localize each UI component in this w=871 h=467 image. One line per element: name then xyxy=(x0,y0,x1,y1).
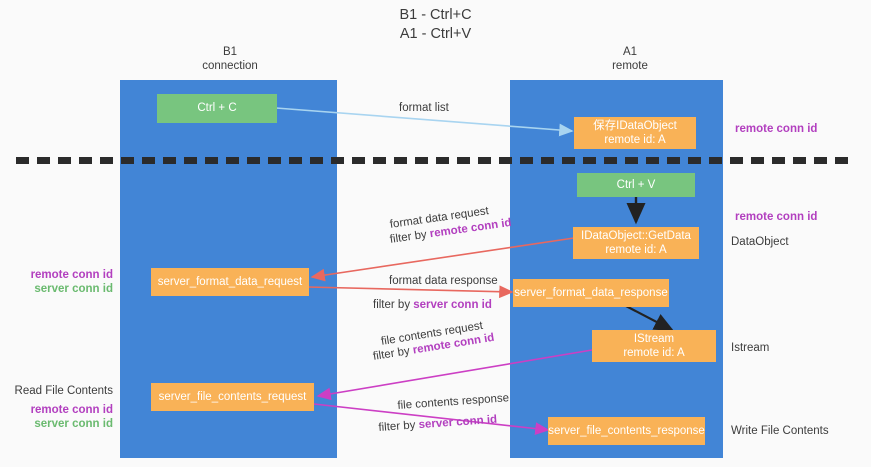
side-label-remote-conn-id-mid-text: remote conn id xyxy=(735,211,818,223)
box-server-format-data-response-label: server_format_data_response xyxy=(514,286,668,299)
box-istream[interactable]: IStream remote id: A xyxy=(592,330,716,362)
diagram-title-line-1: B1 - Ctrl+C xyxy=(399,7,472,23)
edge-label-file-contents-response-text: file contents response xyxy=(397,392,510,412)
side-label-istream: Istream xyxy=(731,341,769,356)
side-label-read-file-contents-text: Read File Contents xyxy=(14,385,113,397)
edge-label-file-contents-response: file contents response xyxy=(397,391,510,414)
box-server-format-data-request[interactable]: server_format_data_request xyxy=(151,268,309,296)
side-label-left-remote-conn-id-bottom-text: remote conn id xyxy=(30,404,113,416)
column-header-b1-sub: connection xyxy=(202,60,258,72)
box-server-file-contents-request[interactable]: server_file_contents_request xyxy=(151,383,314,411)
side-label-istream-text: Istream xyxy=(731,342,770,354)
box-server-file-contents-request-label: server_file_contents_request xyxy=(158,390,307,403)
side-label-write-file-contents: Write File Contents xyxy=(731,424,829,439)
column-header-b1-name: B1 xyxy=(222,46,238,58)
column-header-b1: B1 connection xyxy=(120,45,340,73)
edge-label-format-data-response-filter-key: server conn id xyxy=(413,299,492,311)
side-label-remote-conn-id-top: remote conn id xyxy=(735,122,817,137)
edge-label-format-list: format list xyxy=(399,101,449,116)
box-ctrl-v[interactable]: Ctrl + V xyxy=(577,173,695,197)
box-server-file-contents-response-label: server_file_contents_response xyxy=(548,424,705,437)
box-idataobject-getdata[interactable]: IDataObject::GetData remote id: A xyxy=(573,227,699,259)
edge-label-format-data-request-filter-prefix: filter by xyxy=(389,228,431,246)
box-idataobject-getdata-line-2: remote id: A xyxy=(605,244,667,256)
phase-separator-dashed-line xyxy=(16,157,855,164)
diagram-title: B1 - Ctrl+C A1 - Ctrl+V xyxy=(0,6,871,44)
box-server-format-data-request-label: server_format_data_request xyxy=(157,275,303,288)
side-label-left-remote-conn-id-mid-text: remote conn id xyxy=(30,269,113,281)
box-remote-dataobject-line-1: 保存IDataObject xyxy=(593,119,677,132)
side-label-dataobject-text: DataObject xyxy=(731,236,789,248)
side-label-left-server-conn-id-mid-text: server conn id xyxy=(34,283,113,295)
box-istream-line-1: IStream xyxy=(633,332,675,345)
side-label-remote-conn-id-mid: remote conn id xyxy=(735,210,817,225)
side-label-left-remote-conn-id-mid: remote conn id xyxy=(0,268,113,283)
edge-label-file-contents-request-filter-prefix: filter by xyxy=(372,344,414,363)
box-ctrl-c-label: Ctrl + C xyxy=(197,102,237,115)
side-label-left-remote-conn-id-bottom: remote conn id xyxy=(0,403,113,418)
edge-label-format-data-response-filter-prefix: filter by xyxy=(373,299,414,311)
box-server-format-data-response[interactable]: server_format_data_response xyxy=(513,279,669,307)
edge-label-file-contents-response-filter-key: server conn id xyxy=(418,413,498,432)
side-label-left-server-conn-id-mid: server conn id xyxy=(0,282,113,297)
box-istream-line-2: remote id: A xyxy=(623,347,685,359)
edge-label-format-data-response-text: format data response xyxy=(389,275,498,287)
edge-label-format-list-text: format list xyxy=(399,102,449,114)
box-server-file-contents-response[interactable]: server_file_contents_response xyxy=(548,417,705,445)
edge-label-format-data-response-filter: filter by server conn id xyxy=(373,298,492,313)
box-idataobject-getdata-line-1: IDataObject::GetData xyxy=(581,229,691,242)
column-header-a1-sub: remote xyxy=(612,60,648,72)
side-label-left-server-conn-id-bottom: server conn id xyxy=(0,417,113,432)
box-remote-dataobject-line-2: remote id: A xyxy=(604,134,666,146)
edge-label-format-data-response: format data response xyxy=(389,274,498,289)
side-label-write-file-contents-text: Write File Contents xyxy=(731,425,829,437)
edge-label-file-contents-response-filter-prefix: filter by xyxy=(378,419,420,434)
side-label-dataobject: DataObject xyxy=(731,235,789,250)
box-ctrl-c[interactable]: Ctrl + C xyxy=(157,94,277,123)
box-remote-dataobject[interactable]: 保存IDataObject remote id: A xyxy=(574,117,696,149)
column-header-a1-name: A1 xyxy=(622,46,638,58)
side-label-left-server-conn-id-bottom-text: server conn id xyxy=(34,418,113,430)
diagram-title-line-2: A1 - Ctrl+V xyxy=(399,26,472,42)
side-label-read-file-contents: Read File Contents xyxy=(0,384,113,399)
side-label-remote-conn-id-top-text: remote conn id xyxy=(735,123,818,135)
box-ctrl-v-label: Ctrl + V xyxy=(616,178,656,191)
edge-label-file-contents-response-filter: filter by server conn id xyxy=(378,413,498,436)
column-header-a1: A1 remote xyxy=(510,45,750,73)
